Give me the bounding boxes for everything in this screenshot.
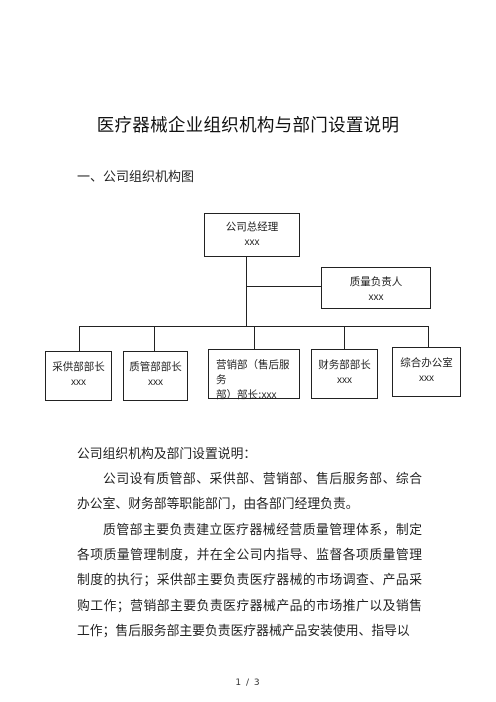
connector-dept-1	[79, 326, 80, 352]
org-box-sales: 营销部（售后服务 部）部长:xxx	[208, 349, 300, 401]
org-box-general-manager: 公司总经理 xxx	[204, 213, 300, 257]
org-box-procurement: 采供部部长 xxx	[45, 351, 112, 401]
org-box-role: 财务部部长	[318, 359, 371, 371]
paragraph-1: 公司设有质管部、采供部、营销部、售后服务部、综合办公室、财务部等职能部门，由各部…	[77, 472, 422, 513]
org-box-role: 质管部部长	[129, 361, 182, 373]
connector-dept-2	[154, 326, 155, 352]
org-box-role-line1: 营销部（售后服务	[216, 359, 290, 386]
org-box-name: xxx	[148, 377, 163, 388]
lead-text: 公司组织机构及部门设置说明：	[77, 447, 257, 462]
org-box-name: xxx	[244, 237, 260, 248]
org-box-role-line2: 部）部长:	[216, 389, 262, 401]
connector-dept-3	[254, 326, 255, 350]
org-box-general-office: 综合办公室 xxx	[392, 347, 461, 397]
org-box-name: xxx	[419, 373, 434, 384]
org-box-name: xxx	[71, 377, 86, 388]
org-box-role: 综合办公室	[400, 357, 453, 369]
connector-quality-horizontal	[246, 286, 322, 287]
org-box-quality-manager: 质量负责人 xxx	[321, 267, 431, 309]
org-box-role: 采供部部长	[52, 361, 105, 373]
org-box-quality-dept: 质管部部长 xxx	[123, 351, 188, 401]
org-box-name: xxx	[261, 390, 277, 401]
org-box-role: 质量负责人	[349, 276, 403, 288]
connector-dept-4	[344, 326, 345, 350]
connector-dept-5	[428, 326, 429, 348]
section-heading: 一、公司组织机构图	[77, 170, 195, 185]
org-box-name: xxx	[337, 375, 352, 386]
org-box-name: xxx	[368, 292, 384, 303]
paragraph-2: 质管部主要负责建立医疗器械经营质量管理体系，制定各项质量管理制度，并在全公司内指…	[77, 523, 422, 639]
connector-top-vertical	[246, 256, 247, 326]
org-box-role: 公司总经理	[225, 221, 279, 233]
document-title: 医疗器械企业组织机构与部门设置说明	[96, 116, 400, 136]
page-number: 1 / 3	[235, 678, 261, 688]
org-box-finance: 财务部部长 xxx	[311, 349, 378, 399]
